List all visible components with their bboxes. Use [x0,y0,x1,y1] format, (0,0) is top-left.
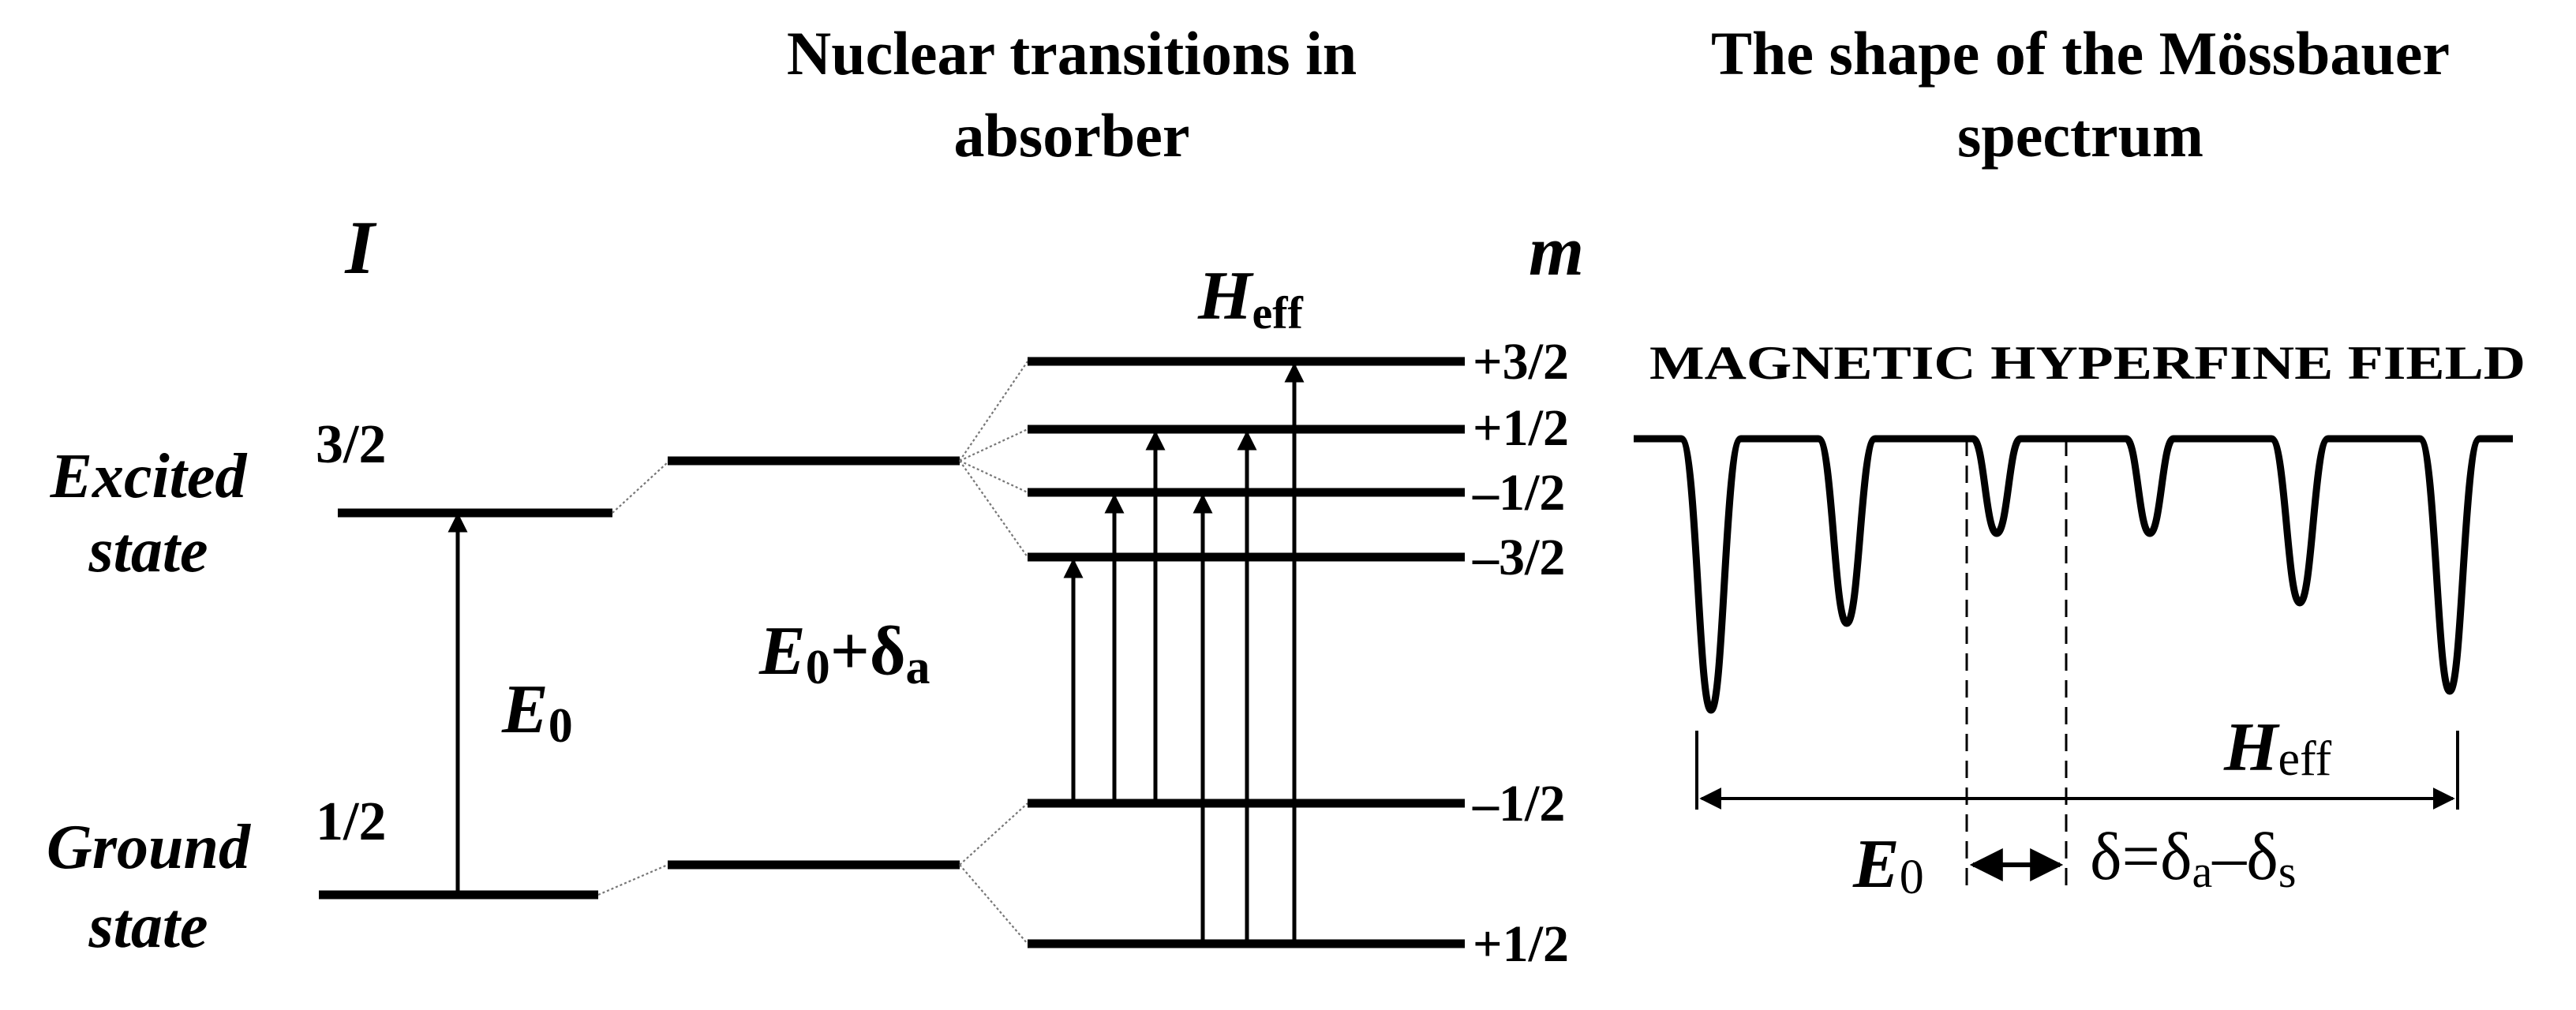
fan-connector [959,460,1028,493]
m-label-plus-3-2: +3/2 [1473,333,1569,391]
e0-label-spectrum: E0 [1852,826,1924,904]
spin-ground-label: 1/2 [316,791,386,852]
fan-connector [959,802,1028,866]
spectrum-caption: MAGNETIC HYPERFINE FIELD [1649,337,2525,389]
e0-label-left: E0 [501,671,573,753]
fan-connector [959,428,1028,462]
ground-state-label-line1: Ground [47,813,251,882]
m-label-minus-3-2: –3/2 [1472,529,1565,586]
fan-connector [959,361,1028,462]
m-label-ground-minus-1-2: –1/2 [1472,775,1565,832]
fan-connector [959,864,1028,945]
excited-state-label-line1: Excited [50,442,248,511]
spin-excited-label: 3/2 [316,414,386,475]
m-label-minus-1-2: –1/2 [1472,464,1565,522]
ground-state-label-line2: state [88,892,208,961]
m-label-plus-1-2: +1/2 [1473,399,1569,457]
fan-connector [959,460,1028,558]
right-title-line2: spectrum [1957,101,2203,170]
isomer-shift-label: δ=δa–δs [2090,818,2296,897]
right-title-line1: The shape of the Mössbauer [1711,19,2450,88]
m-header: m [1529,212,1584,290]
connector-excited [612,462,668,514]
middle-title-line2: absorber [954,101,1190,170]
e0-plus-delta-label: E0+δa [758,613,930,694]
heff-label-middle: Heff [1197,258,1304,339]
heff-label-spectrum: Heff [2223,709,2331,786]
excited-state-label-line2: state [88,516,208,585]
spectrum-curve [1634,435,2513,714]
middle-title-line1: Nuclear transitions in [787,19,1357,88]
m-label-ground-plus-1-2: +1/2 [1473,915,1569,973]
connector-ground [597,863,668,896]
spin-header: I [344,205,377,290]
